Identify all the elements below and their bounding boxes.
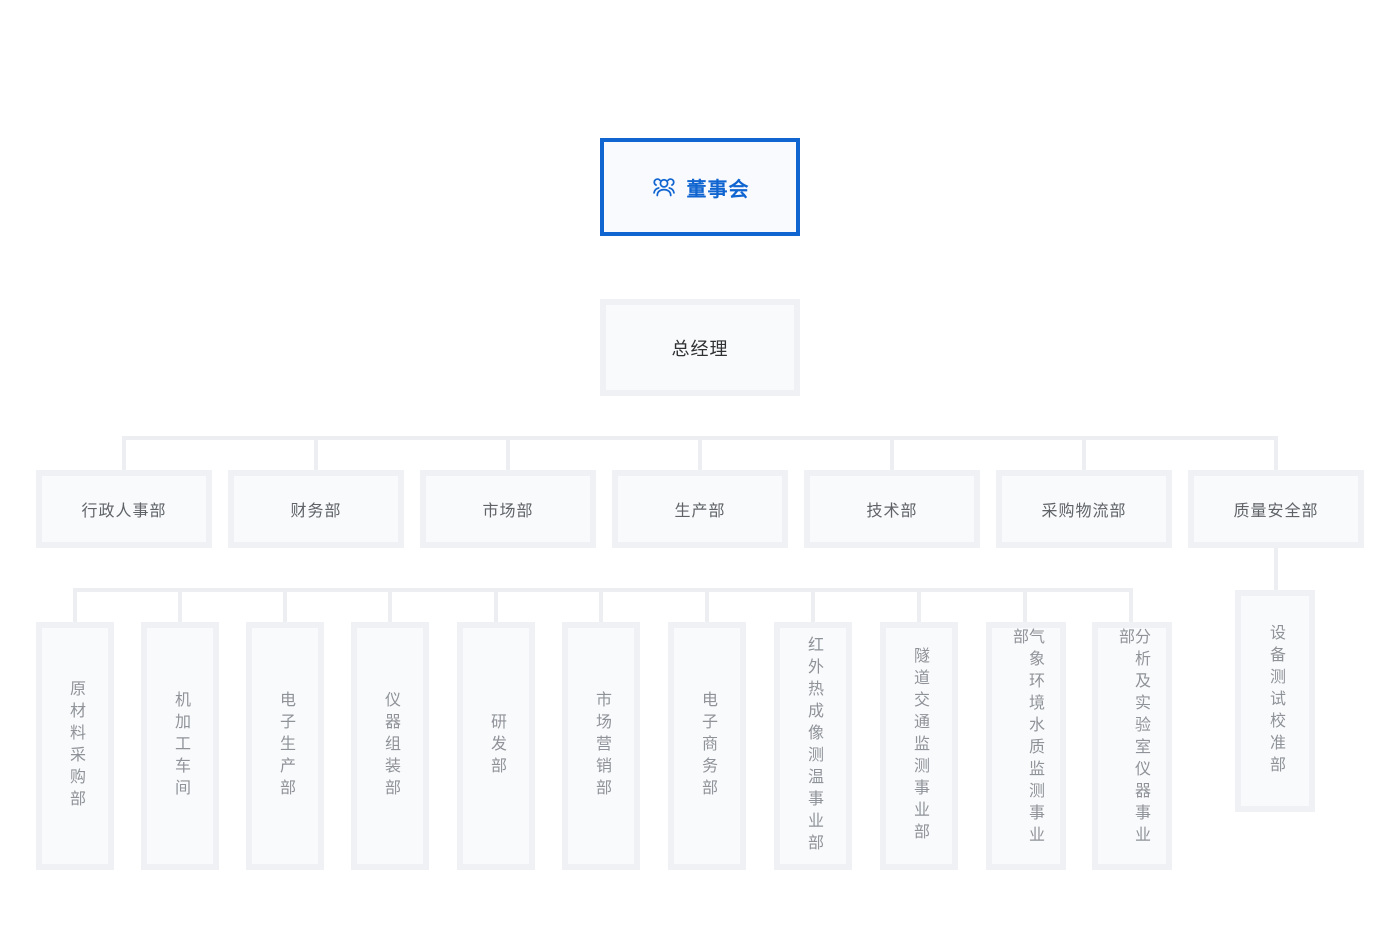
org-node-label: 研发部 (488, 713, 505, 779)
team-icon (651, 174, 677, 200)
org-node-label: 市场部 (482, 503, 534, 520)
org-node-label: 生产部 (674, 503, 726, 520)
org-node-label: 机加工车间 (172, 691, 189, 801)
connector-stub (1274, 440, 1278, 470)
org-node-label: 董事会 (686, 178, 750, 201)
connector-stub (283, 592, 287, 622)
connector-stub (811, 592, 815, 622)
connector-h-level3 (122, 436, 1278, 440)
org-node-label: 气象环境水质监测事业部 (1010, 628, 1043, 848)
org-node-sub-rnd[interactable]: 研发部 (457, 622, 535, 870)
org-node-label: 质量安全部 (1233, 503, 1319, 520)
org-node-sub-instrument-assembly[interactable]: 仪器组装部 (351, 622, 429, 870)
connector-stub (122, 440, 126, 470)
connector-stub (599, 592, 603, 622)
org-node-dept-technology[interactable]: 技术部 (804, 470, 980, 548)
org-node-label: 分析及实验室仪器事业部 (1116, 628, 1149, 848)
connector-stub (1023, 592, 1027, 622)
org-node-label: 市场营销部 (593, 691, 610, 801)
connector-stub (494, 592, 498, 622)
connector-stub (1129, 592, 1133, 622)
org-node-label: 电子商务部 (699, 691, 716, 801)
org-node-label: 行政人事部 (81, 503, 167, 520)
org-node-label: 技术部 (866, 503, 918, 520)
org-node-sub-marketing[interactable]: 市场营销部 (562, 622, 640, 870)
org-node-dept-quality-safety[interactable]: 质量安全部 (1188, 470, 1364, 548)
org-node-label: 电子生产部 (277, 691, 294, 801)
org-node-sub-meteorological-water[interactable]: 气象环境水质监测事业部 (986, 622, 1066, 870)
org-node-sub-lab-instruments[interactable]: 分析及实验室仪器事业部 (1092, 622, 1172, 870)
org-node-label: 财务部 (290, 503, 342, 520)
org-node-label: 仪器组装部 (382, 691, 399, 801)
connector-stub (890, 440, 894, 470)
org-node-board[interactable]: 董事会 (600, 138, 800, 236)
org-node-dept-finance[interactable]: 财务部 (228, 470, 404, 548)
org-node-sub-machining-workshop[interactable]: 机加工车间 (141, 622, 219, 870)
connector-stub (705, 592, 709, 622)
org-node-label: 总经理 (671, 338, 729, 359)
org-node-dept-procurement-logistics[interactable]: 采购物流部 (996, 470, 1172, 548)
org-node-sub-infrared-thermal[interactable]: 红外热成像测温事业部 (774, 622, 852, 870)
org-node-sub-tunnel-traffic[interactable]: 隧道交通监测事业部 (880, 622, 958, 870)
org-node-sub-equipment-calibration[interactable]: 设备测试校准部 (1235, 590, 1315, 812)
connector-stub (73, 592, 77, 622)
connector-h-level4 (73, 588, 1133, 592)
org-node-dept-production[interactable]: 生产部 (612, 470, 788, 548)
org-node-dept-admin-hr[interactable]: 行政人事部 (36, 470, 212, 548)
connector-stub (178, 592, 182, 622)
org-node-label: 隧道交通监测事业部 (911, 647, 928, 845)
connector-stub (917, 592, 921, 622)
connector-stub (314, 440, 318, 470)
org-node-label: 设备测试校准部 (1267, 624, 1284, 778)
org-node-label: 原材料采购部 (67, 680, 84, 812)
connector-stub (388, 592, 392, 622)
connector-stub (506, 440, 510, 470)
connector-stub (698, 440, 702, 470)
org-node-label: 红外热成像测温事业部 (805, 636, 822, 856)
org-node-sub-electronics-production[interactable]: 电子生产部 (246, 622, 324, 870)
org-node-label: 采购物流部 (1041, 503, 1127, 520)
connector-stub (1082, 440, 1086, 470)
connector-stub-quality (1274, 548, 1278, 590)
org-node-gm[interactable]: 总经理 (600, 299, 800, 396)
org-node-sub-raw-materials[interactable]: 原材料采购部 (36, 622, 114, 870)
org-node-sub-ecommerce[interactable]: 电子商务部 (668, 622, 746, 870)
org-node-dept-market[interactable]: 市场部 (420, 470, 596, 548)
